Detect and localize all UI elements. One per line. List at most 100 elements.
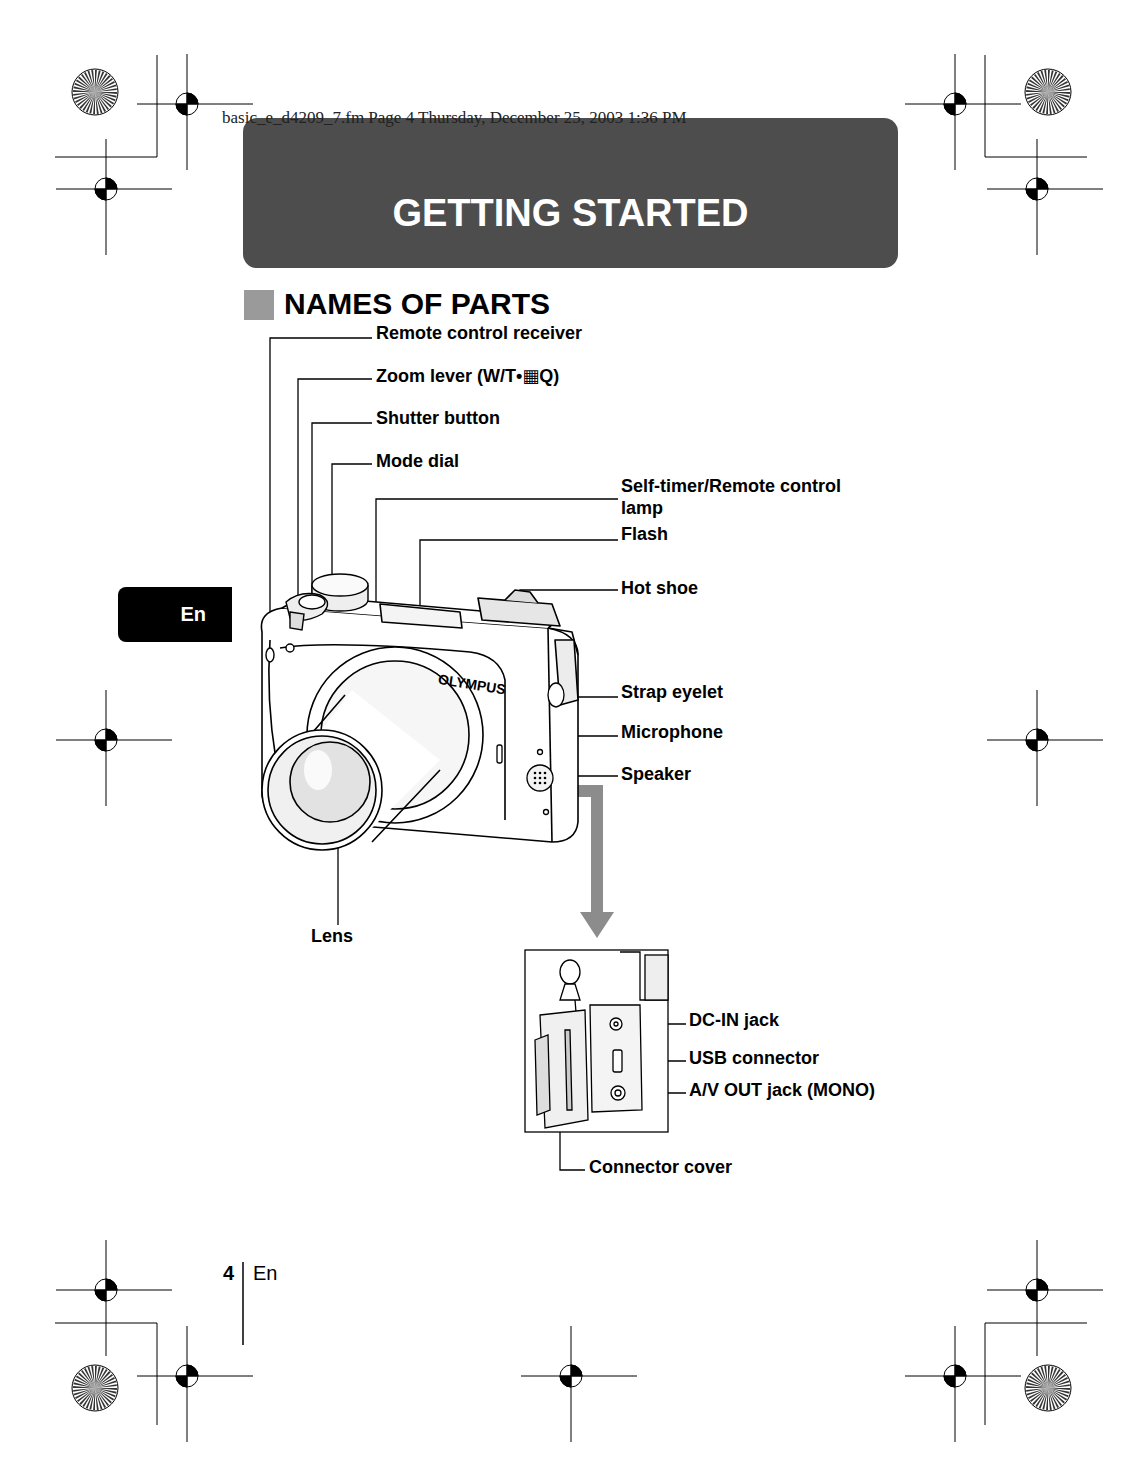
path-shape [93, 1388, 95, 1410]
path-shape [1048, 1381, 1069, 1389]
part-label: Speaker [621, 763, 691, 785]
path-shape [1026, 729, 1048, 751]
file-header: basic_e_d4209_7.fm Page 4 Thursday, Dece… [222, 107, 687, 129]
path-shape [1041, 71, 1049, 92]
path-shape [1026, 92, 1048, 96]
crosshair-mark [905, 54, 1021, 170]
inset-arrow [578, 785, 614, 938]
circle-shape [95, 729, 117, 751]
circle-shape [268, 736, 376, 844]
crosshair-mark [905, 1326, 1021, 1442]
path-shape [548, 628, 552, 842]
path-shape [95, 1384, 117, 1388]
path-shape [88, 1367, 96, 1388]
path-shape [176, 1365, 198, 1387]
crosshair-mark [987, 139, 1103, 255]
path-shape [1048, 1388, 1056, 1409]
crosshair-mark [56, 1240, 172, 1356]
circle-shape [262, 730, 382, 850]
path-shape [1048, 92, 1070, 94]
path-shape [176, 93, 198, 115]
part-label: Connector cover [589, 1156, 732, 1178]
crosshair-mark [987, 1240, 1103, 1356]
top-controls [266, 574, 368, 662]
path-shape [95, 92, 99, 114]
circle-shape [1025, 1365, 1071, 1411]
path-shape [1039, 92, 1048, 113]
path-shape [95, 1381, 116, 1389]
circle-shape [1026, 729, 1048, 751]
page-number: 4 [223, 1262, 234, 1284]
rect-shape [645, 955, 668, 1000]
path-shape [1048, 85, 1069, 93]
part-label: Hot shoe [621, 577, 698, 599]
path-shape [420, 540, 618, 612]
path-shape [95, 1388, 117, 1390]
path-shape [95, 85, 116, 93]
path-shape [95, 70, 97, 92]
path-shape [93, 92, 95, 114]
path-shape [73, 1386, 95, 1388]
path-shape [620, 952, 668, 1000]
footer-rule [242, 1262, 244, 1345]
part-label: Zoom lever (W/T•▦Q) [376, 365, 559, 387]
path-shape [76, 1375, 95, 1388]
line-shape [242, 1262, 244, 1345]
star-target [1025, 69, 1071, 115]
path-shape [1026, 1386, 1048, 1388]
path-shape [95, 71, 104, 92]
path-shape [1029, 1375, 1048, 1388]
language-tab: En [118, 587, 232, 642]
path-shape [1039, 1388, 1048, 1409]
path-shape [1035, 92, 1048, 111]
path-shape [1026, 1279, 1048, 1301]
path-shape [290, 612, 304, 630]
path-shape [95, 178, 117, 200]
circle-shape [539, 777, 542, 780]
path-shape [95, 92, 117, 94]
rect-shape [497, 745, 502, 763]
path-shape [1048, 1384, 1070, 1388]
path-shape [1048, 73, 1061, 92]
circle-shape [534, 772, 537, 775]
circle-shape [544, 810, 549, 815]
ellipse-shape [548, 683, 564, 707]
path-shape [944, 1365, 966, 1387]
path-shape [478, 598, 560, 626]
path-shape [1048, 1388, 1067, 1401]
circle-shape [176, 1365, 198, 1387]
crop-marks [55, 55, 1087, 1425]
path-shape [73, 90, 95, 92]
circle-shape [538, 750, 543, 755]
part-label: Mode dial [376, 450, 459, 472]
circle-shape [1026, 1279, 1048, 1301]
circle-shape [614, 1022, 618, 1026]
path-shape [95, 1388, 116, 1397]
path-shape [1027, 92, 1048, 100]
path-shape [95, 1366, 97, 1388]
path-shape [1048, 1369, 1061, 1388]
crosshair-mark [137, 1326, 253, 1442]
side-parts [497, 683, 564, 815]
part-label: A/V OUT jack (MONO) [689, 1079, 875, 1101]
path-shape [1026, 90, 1048, 92]
path-shape [590, 1005, 642, 1112]
part-label: Strap eyelet [621, 681, 723, 703]
path-shape [1035, 1388, 1048, 1407]
path-shape [1048, 1388, 1052, 1410]
crosshair-mark [56, 690, 172, 806]
leader-lines [270, 338, 686, 1170]
section-marker [244, 290, 274, 320]
page-language: En [253, 1262, 277, 1284]
ellipse-shape [266, 648, 274, 662]
path-shape [298, 379, 372, 612]
circle-shape [539, 772, 542, 775]
part-label: USB connector [689, 1047, 819, 1069]
path-shape [74, 92, 95, 100]
circle-shape [286, 644, 294, 652]
crosshair-mark [987, 690, 1103, 806]
circle-shape [527, 765, 553, 791]
path-shape [1048, 1388, 1070, 1390]
path-shape [1026, 1388, 1048, 1392]
path-shape [1046, 92, 1048, 114]
